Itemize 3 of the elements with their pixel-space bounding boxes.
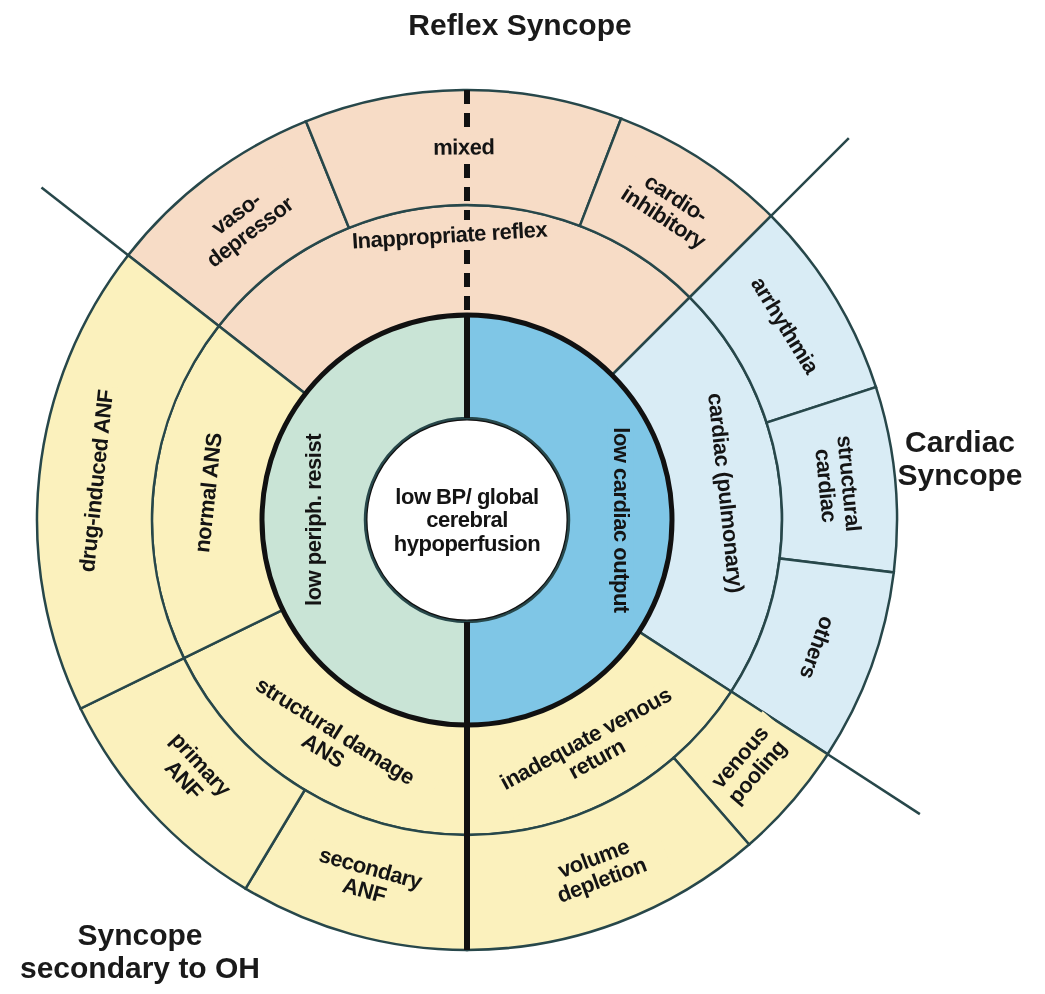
group-label: Syncope secondary to OH [18,918,262,984]
group-label: Cardiac Syncope [896,425,1024,491]
group-label: Reflex Syncope [407,8,633,41]
